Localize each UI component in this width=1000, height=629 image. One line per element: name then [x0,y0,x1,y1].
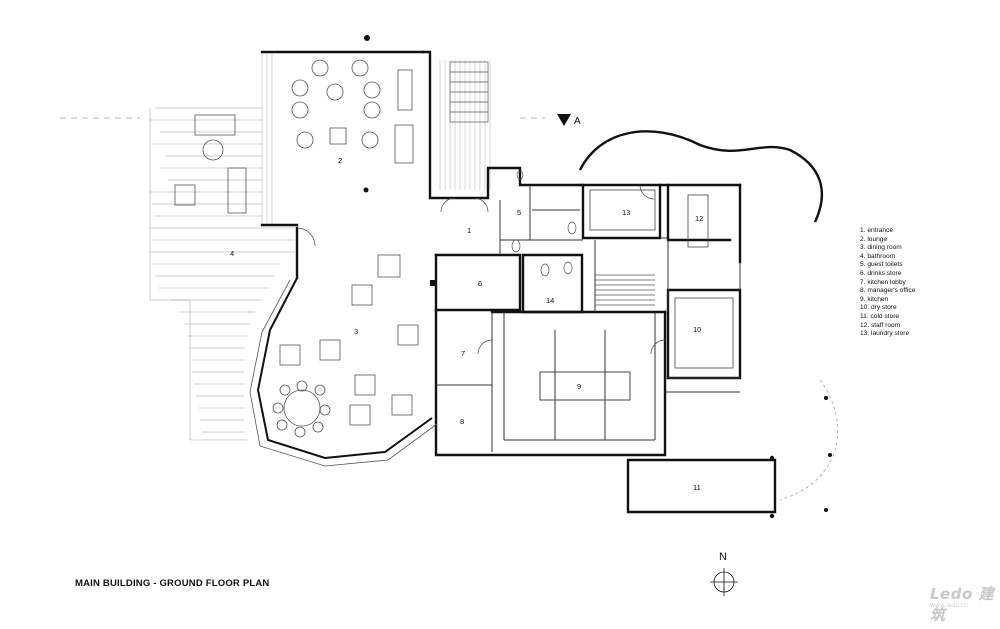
legend-item: 6. drinks store [860,269,902,277]
legend-item: 1. entrance [860,227,893,234]
room-label-1: 1 [467,226,472,235]
legend-item: 3. dining room [860,244,902,252]
dining-facade [249,277,438,467]
deck-boards [149,107,295,441]
room-label-11: 11 [693,483,701,492]
legend-item: 2. lounge [860,235,888,243]
dining-furniture [272,254,419,438]
legend-item: 10. dry store [860,304,897,312]
legend-item: 9. kitchen [860,295,889,303]
legend-item: 7. kitchen lobby [860,278,906,286]
legend-item: 12. staff room [860,321,901,329]
room-label-5: 5 [517,208,522,217]
legend-item: 5. guest toilets [860,261,903,269]
staff-table [687,194,709,248]
room-label-7: 7 [461,349,466,358]
laundry-counter [589,189,656,231]
watermark-logo: Ledo 建筑 [930,585,994,624]
legend-item: 8. manager's office [860,287,916,295]
room-label-10: 10 [693,325,702,334]
legend-item: 13. laundry store [860,330,910,338]
legend-item: 4. bathroom [860,252,896,260]
columns [363,35,832,519]
interior-walls [436,185,741,452]
room-label-9: 9 [577,382,582,391]
room-label-8: 8 [460,417,465,426]
lounge-furniture [174,59,414,214]
room-label-6: 6 [478,279,483,288]
room-label-3: 3 [354,327,359,336]
plan-title: MAIN BUILDING - GROUND FLOOR PLAN [75,578,270,589]
terrace-boards [261,52,491,225]
bathroom-fixtures [511,170,577,277]
path-arc [779,379,838,501]
room-legend: 1. entrance 2. lounge 3. dining room 4. … [860,227,915,339]
watermark-url: www.ledo.cn [930,602,968,609]
section-marker [557,114,571,126]
dry-store-shelf [674,297,734,369]
room-label-2: 2 [338,156,343,165]
north-arrow [710,568,738,596]
doors [296,184,666,355]
stair [449,61,655,306]
kitchen-island [539,371,631,401]
room-label-14: 14 [546,296,555,305]
room-label-12: 12 [695,214,704,223]
walls [260,50,777,514]
legend-item: 11. cold store [860,312,900,320]
section-label: A [574,116,581,127]
north-label: N [719,551,727,563]
room-label-4: 4 [230,249,235,258]
site-arc [578,130,824,223]
room-label-13: 13 [622,208,631,217]
